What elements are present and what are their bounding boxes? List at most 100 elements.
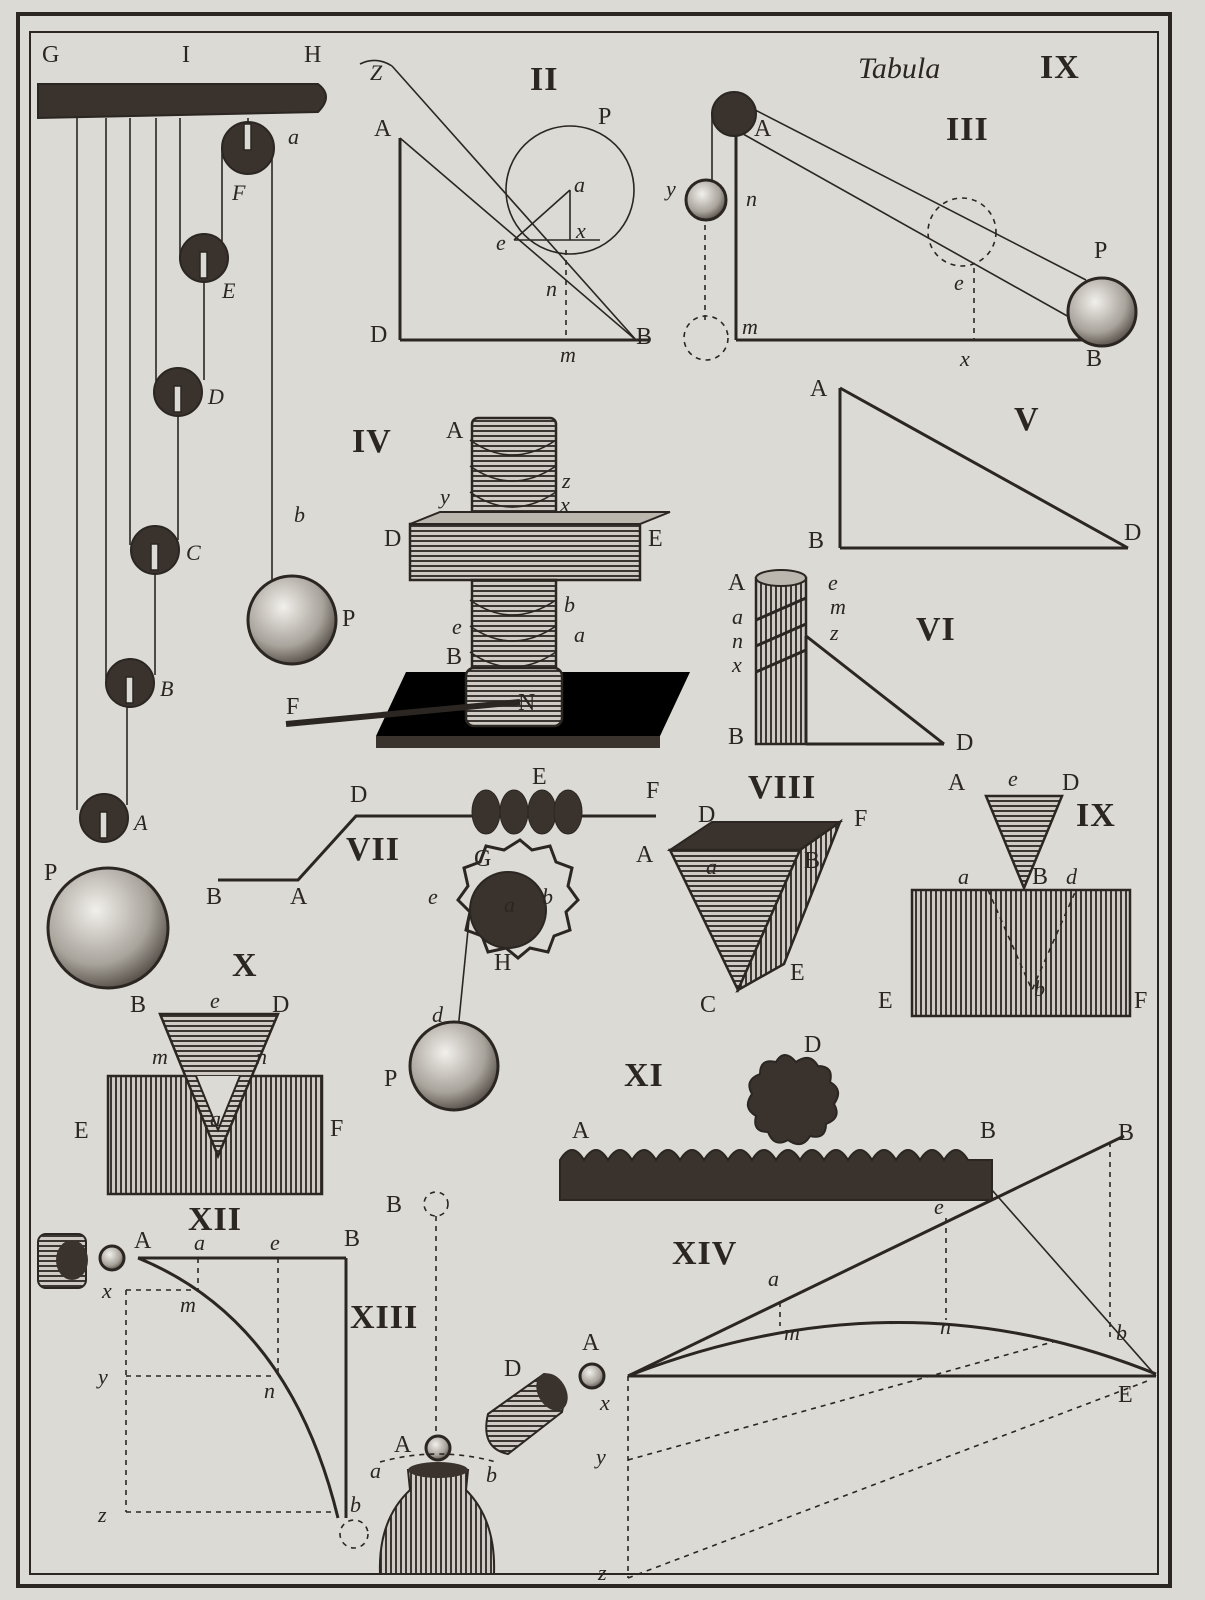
fig14-numeral: XIV bbox=[672, 1235, 737, 1272]
fig3-label-y: y bbox=[664, 176, 676, 201]
figure-11-rack-pinion: XI D A B bbox=[559, 1032, 996, 1201]
fig1-label-b: b bbox=[294, 502, 305, 527]
figure-2-inclined-plane: II Z A P a x e n D B m bbox=[359, 59, 652, 367]
plate-title-numeral: IX bbox=[1040, 49, 1080, 86]
fig10-label-n: n bbox=[256, 1044, 267, 1069]
figure-5-triangle: V A B D bbox=[808, 376, 1141, 554]
fig8-label-A: A bbox=[636, 842, 654, 868]
fig9-label-b: b bbox=[1034, 976, 1045, 1001]
fig6-label-a: a bbox=[732, 604, 743, 629]
fig13-label-B: B bbox=[386, 1192, 402, 1218]
fig2-label-n: n bbox=[546, 276, 557, 301]
fig7-label-G: G bbox=[474, 846, 491, 872]
figure-13-vertical-shot: XIII B A a b bbox=[350, 1191, 497, 1575]
fig10-numeral: X bbox=[232, 947, 258, 984]
fig13-label-A: A bbox=[394, 1432, 412, 1458]
fig7-label-a: a bbox=[504, 892, 515, 917]
fig14-label-b: b bbox=[1116, 1320, 1127, 1345]
fig10-label-a: a bbox=[210, 1106, 221, 1131]
fig12-numeral: XII bbox=[188, 1201, 242, 1238]
fig14-label-E: E bbox=[1118, 1382, 1133, 1408]
fig3-label-m: m bbox=[742, 314, 758, 339]
fig2-label-Z: Z bbox=[370, 60, 383, 85]
fig1-label-I: I bbox=[182, 42, 190, 68]
fig1-label-F: F bbox=[231, 180, 246, 205]
fig5-label-A: A bbox=[810, 376, 828, 402]
fig4-label-z: z bbox=[561, 468, 571, 493]
fig4-label-E: E bbox=[648, 526, 663, 552]
fig6-label-D: D bbox=[956, 730, 973, 756]
fig1-label-C: C bbox=[186, 540, 201, 565]
figure-12-projectile: XII A a e B x m y n z b bbox=[37, 1201, 369, 1549]
fig8-numeral: VIII bbox=[748, 769, 816, 806]
fig9-label-A: A bbox=[948, 770, 966, 796]
fig10-label-m: m bbox=[152, 1044, 168, 1069]
fig6-label-B: B bbox=[728, 724, 744, 750]
fig13-numeral: XIII bbox=[350, 1299, 418, 1336]
fig7-label-H: H bbox=[494, 950, 511, 976]
inner-frame bbox=[29, 31, 1159, 1575]
fig1-label-D: D bbox=[207, 384, 224, 409]
fig12-label-b: b bbox=[350, 1492, 361, 1517]
figure-1-pulleys: G I H a F E D C B A bbox=[37, 42, 355, 990]
fig7-label-A: A bbox=[290, 884, 308, 910]
fig12-label-m: m bbox=[180, 1292, 196, 1317]
fig6-label-e: e bbox=[828, 570, 838, 595]
fig7-label-b: b bbox=[542, 884, 553, 909]
fig8-label-E: E bbox=[790, 960, 805, 986]
fig14-label-a: a bbox=[768, 1266, 779, 1291]
fig1-label-G: G bbox=[42, 42, 59, 68]
fig6-label-x: x bbox=[731, 652, 742, 677]
figure-9-wedge-block: IX A e D a B d E F b bbox=[878, 766, 1147, 1018]
fig4-label-D: D bbox=[384, 526, 401, 552]
fig6-label-m: m bbox=[830, 594, 846, 619]
fig7-numeral: VII bbox=[346, 831, 400, 868]
fig2-label-m: m bbox=[560, 342, 576, 367]
fig9-label-D: D bbox=[1062, 770, 1079, 796]
fig12-label-x: x bbox=[101, 1278, 112, 1303]
fig2-label-A: A bbox=[374, 116, 392, 142]
fig5-label-D: D bbox=[1124, 520, 1141, 546]
figure-4-screw: IV A z y x D E b e a B F N bbox=[285, 416, 690, 748]
fig12-label-y: y bbox=[96, 1364, 108, 1389]
fig6-label-n: n bbox=[732, 628, 743, 653]
fig14-label-m: m bbox=[784, 1320, 800, 1345]
fig4-label-y: y bbox=[438, 484, 450, 509]
fig8-label-D: D bbox=[698, 802, 715, 828]
fig9-label-B: B bbox=[1032, 864, 1048, 890]
fig2-label-D: D bbox=[370, 322, 387, 348]
fig10-label-D: D bbox=[272, 992, 289, 1018]
fig9-numeral: IX bbox=[1076, 797, 1116, 834]
fig3-numeral: III bbox=[946, 111, 989, 148]
fig3-label-e: e bbox=[954, 270, 964, 295]
plate-title-word: Tabula bbox=[858, 52, 940, 85]
fig4-label-a: a bbox=[574, 622, 585, 647]
outer-frame bbox=[16, 12, 1172, 1588]
fig2-label-e: e bbox=[496, 230, 506, 255]
fig11-label-A: A bbox=[572, 1118, 590, 1144]
fig7-label-P: P bbox=[384, 1066, 397, 1092]
fig12-label-a: a bbox=[194, 1230, 205, 1255]
fig7-label-E: E bbox=[532, 764, 547, 790]
fig7-label-B: B bbox=[206, 884, 222, 910]
fig2-label-B: B bbox=[636, 324, 652, 350]
fig9-label-E: E bbox=[878, 988, 893, 1014]
fig7-label-d: d bbox=[432, 1002, 444, 1027]
fig14-label-n: n bbox=[940, 1314, 951, 1339]
fig6-label-z: z bbox=[829, 620, 839, 645]
fig3-label-A: A bbox=[754, 116, 772, 142]
figure-10-wedge-block: X B e D m n a E F bbox=[74, 947, 343, 1196]
fig12-label-z: z bbox=[97, 1502, 107, 1527]
fig9-label-F: F bbox=[1134, 988, 1147, 1014]
fig14-label-A: A bbox=[582, 1330, 600, 1356]
figure-7-worm-gear: VII D E F B A G e a b H d P bbox=[206, 764, 659, 1112]
fig14-label-D: D bbox=[504, 1356, 521, 1382]
fig2-label-a: a bbox=[574, 172, 585, 197]
fig8-label-B: B bbox=[804, 848, 820, 874]
fig14-label-B: B bbox=[1118, 1120, 1134, 1146]
fig10-label-B: B bbox=[130, 992, 146, 1018]
fig9-label-d: d bbox=[1066, 864, 1078, 889]
fig14-label-x: x bbox=[599, 1390, 610, 1415]
fig2-label-x: x bbox=[575, 218, 586, 243]
fig1-label-E: E bbox=[221, 278, 236, 303]
